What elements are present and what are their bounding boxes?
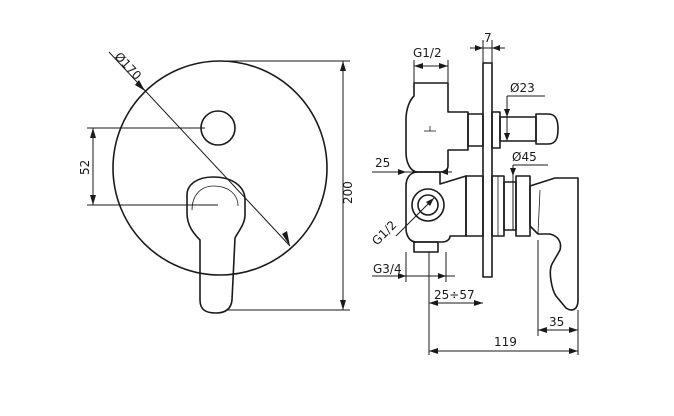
spacing-arrow-top — [90, 128, 96, 138]
bottom-outlet — [413, 241, 439, 253]
side-inlet-arrow — [426, 198, 434, 206]
height-arrow-bottom — [340, 300, 346, 310]
diverter-knob-cap — [535, 113, 559, 145]
body-dia-label: Ø45 — [512, 150, 537, 164]
plate-arrow-l — [475, 45, 483, 51]
diameter-arrow-bottom — [282, 231, 290, 246]
spacing-arrow-bottom — [90, 195, 96, 205]
diverter-knob-stem — [499, 116, 537, 142]
height-arrow-top — [340, 61, 346, 71]
diameter-dim-line — [108, 51, 291, 247]
lever-width-arrow-r — [569, 327, 578, 333]
offset-arrow-l — [398, 169, 406, 175]
offset-label: 25 — [375, 156, 390, 170]
side-view: G1/2 7 Ø23 Ø45 25 G1/2 G3/4 — [369, 31, 579, 355]
offset-arrow-r — [440, 169, 448, 175]
knob-dia-label: Ø23 — [510, 81, 535, 95]
upper-spindle-collar — [491, 111, 501, 149]
thread-side-label: G1/2 — [369, 218, 399, 248]
thread-bottom-arrow-r — [438, 273, 446, 279]
upper-valve-body — [405, 82, 469, 173]
total-depth-label: 119 — [494, 335, 517, 349]
total-depth-arrow-r — [569, 348, 578, 354]
cartridge-body — [465, 175, 484, 237]
lever-collar — [191, 185, 239, 211]
thread-bottom-arrow-l — [398, 273, 406, 279]
diameter-arrow-top — [135, 80, 145, 91]
knob-dia-arrow-top — [504, 109, 510, 117]
cover-plate-outline — [112, 60, 328, 276]
lower-valve-body — [405, 171, 467, 243]
depth-range-arrow-l — [429, 300, 438, 306]
knob-dia-arrow-bottom — [504, 133, 510, 141]
thread-top-arrow-l — [414, 63, 423, 69]
lever-width-arrow-l — [538, 327, 547, 333]
thread-bottom-label: G3/4 — [373, 262, 402, 276]
side-inlet-inner — [417, 194, 439, 216]
lever-handle-side — [529, 177, 579, 311]
upper-spindle — [467, 113, 484, 147]
front-view: Ø170 52 200 — [78, 49, 355, 314]
depth-range-label: 25÷57 — [434, 288, 475, 302]
height-label: 200 — [341, 181, 355, 204]
wall-plate — [482, 62, 493, 278]
cartridge-ring-3 — [515, 175, 531, 237]
cartridge-ring-2 — [503, 181, 517, 231]
total-depth-arrow-l — [429, 348, 438, 354]
spacing-label: 52 — [78, 160, 92, 175]
diverter-knob — [200, 110, 236, 146]
depth-range-arrow-r — [474, 300, 483, 306]
lever-handle — [186, 176, 246, 314]
side-inlet-outer — [411, 188, 445, 222]
diameter-label: Ø170 — [112, 49, 144, 82]
side-inlet-leader — [395, 197, 435, 237]
plate-arrow-r — [492, 45, 500, 51]
body-dia-arrow-top — [510, 168, 516, 176]
lever-width-label: 35 — [549, 315, 564, 329]
thread-top-label: G1/2 — [413, 46, 442, 60]
plate-label: 7 — [484, 31, 492, 45]
thread-top-arrow-r — [439, 63, 448, 69]
lever-handle-side-edge — [537, 189, 541, 235]
